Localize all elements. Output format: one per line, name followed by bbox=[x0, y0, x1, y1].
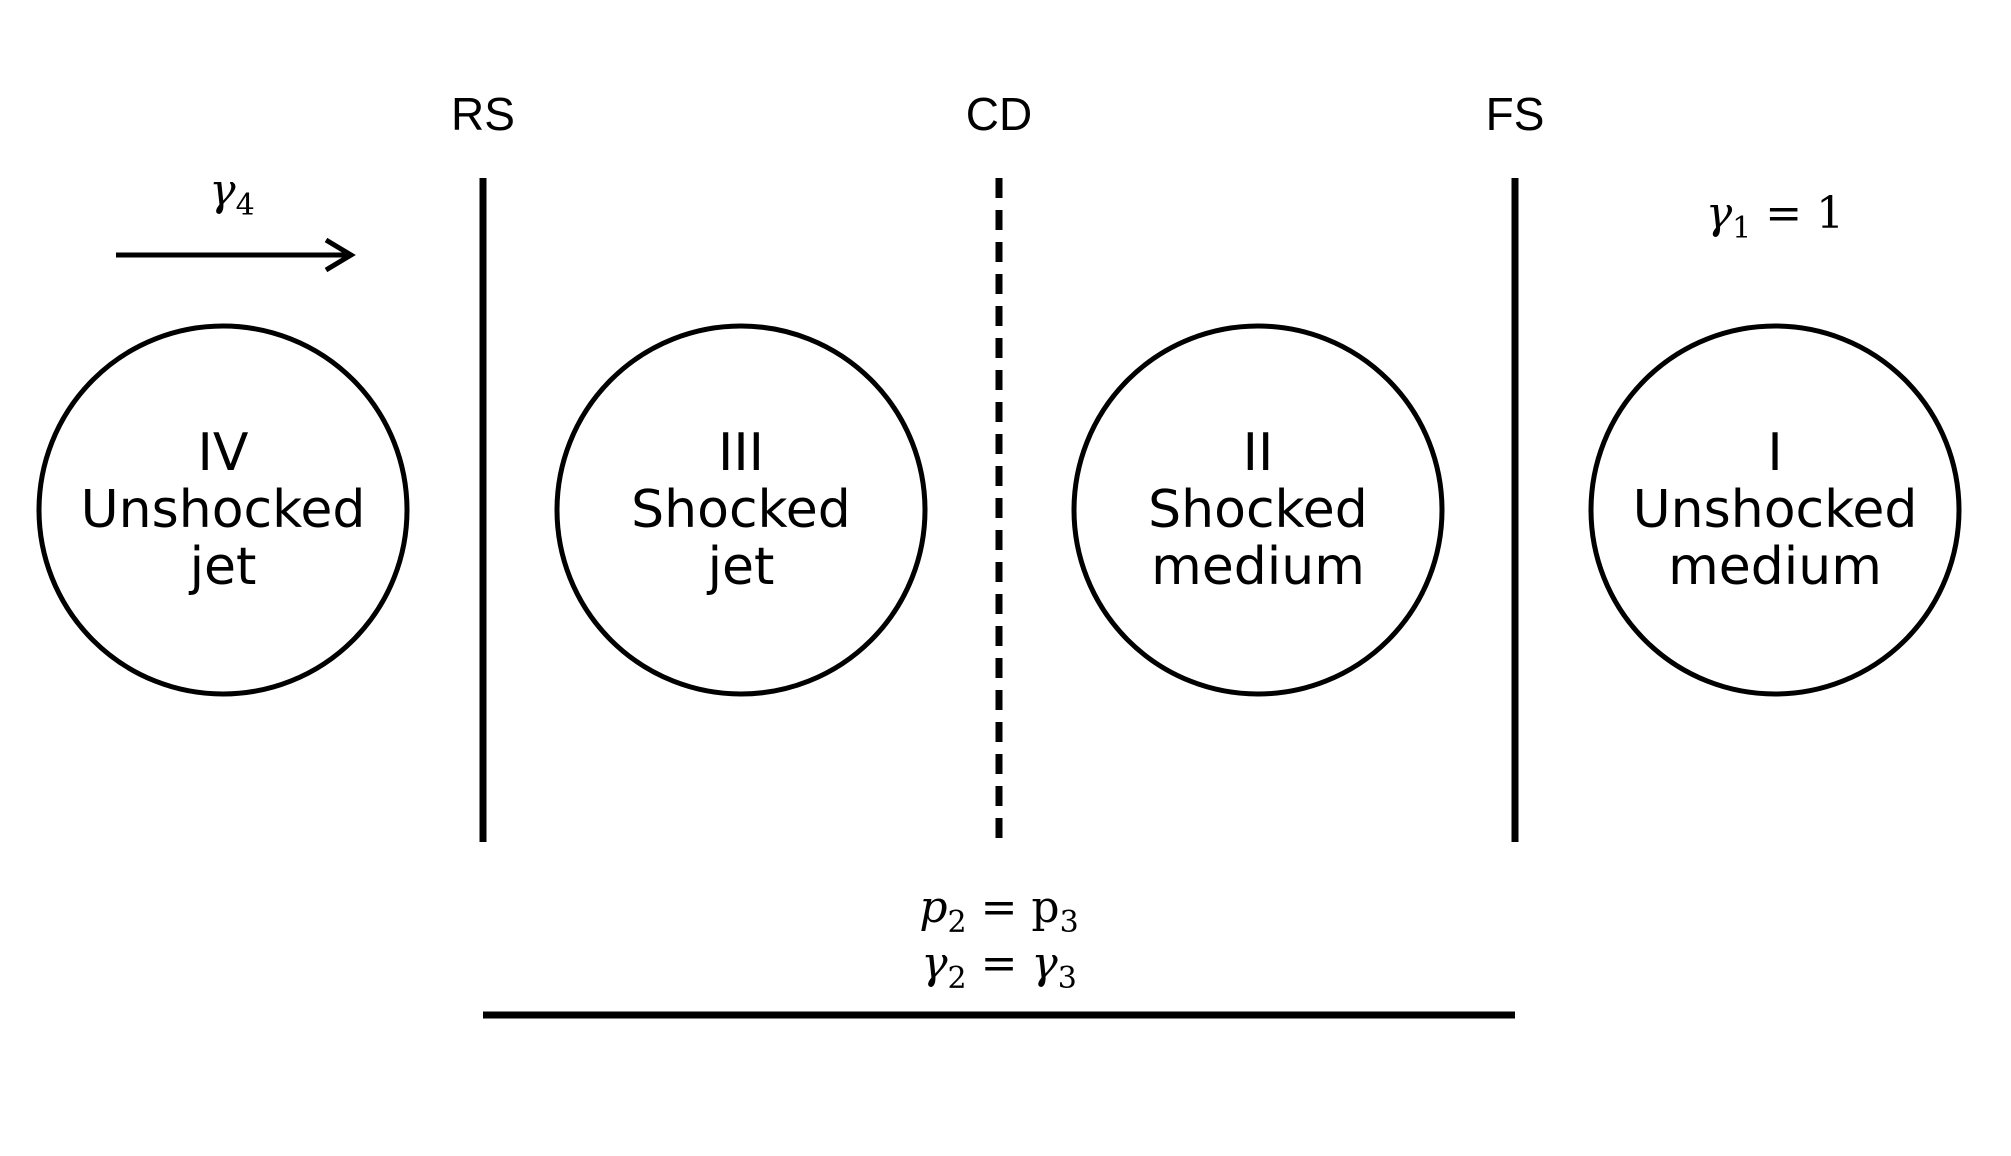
region-ii-numeral: II bbox=[1243, 423, 1274, 483]
region-i-line2: medium bbox=[1668, 537, 1882, 597]
region-iv-line1: Unshocked bbox=[81, 480, 366, 540]
region-i-circle bbox=[1588, 323, 1962, 697]
region-iii-circle bbox=[554, 323, 928, 697]
rs-label: RS bbox=[451, 88, 515, 140]
region-iv-numeral: IV bbox=[198, 423, 249, 483]
region-ii-line1: Shocked bbox=[1148, 480, 1368, 540]
fs-label: FS bbox=[1486, 88, 1545, 140]
gamma4-label: γ4 bbox=[209, 165, 254, 223]
region-iii-numeral: III bbox=[718, 423, 764, 483]
region-iv-line2: jet bbox=[189, 537, 257, 597]
pressure-equality: p2 = p3 bbox=[919, 882, 1078, 940]
region-iv-circle bbox=[36, 323, 410, 697]
region-iii-line2: jet bbox=[707, 537, 775, 597]
region-iii-line1: Shocked bbox=[631, 480, 851, 540]
lorentz-equality: γ2 = γ3 bbox=[921, 938, 1077, 996]
region-ii-circle bbox=[1071, 323, 1445, 697]
region-i-numeral: I bbox=[1767, 423, 1782, 483]
cd-label: CD bbox=[966, 88, 1032, 140]
region-i-line1: Unshocked bbox=[1633, 480, 1918, 540]
gamma1-label: γ1 = 1 bbox=[1706, 188, 1844, 246]
region-ii-line2: medium bbox=[1151, 537, 1365, 597]
jet-direction-arrow-icon bbox=[116, 237, 356, 273]
